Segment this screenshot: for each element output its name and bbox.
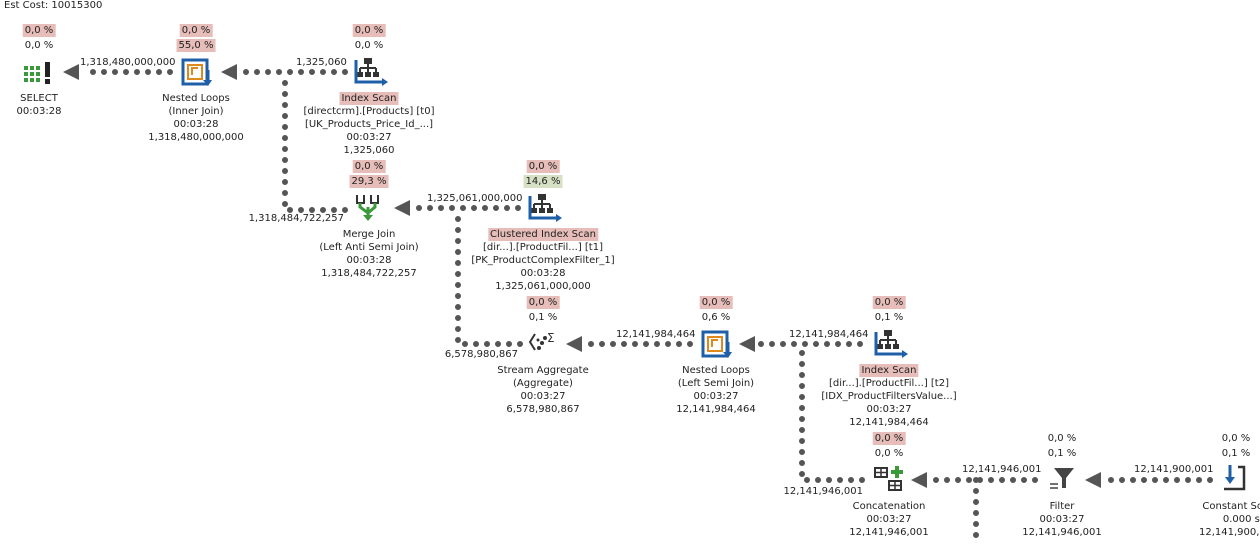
edge-label-is2-nl2: 12,141,984,464	[789, 329, 869, 340]
select-cost-bottom: 0,0 %	[24, 40, 54, 51]
arrowhead-mj	[394, 200, 410, 216]
est-cost-label: Est Cost: 10015300	[4, 0, 103, 11]
nl1-cost-top: 0,0 %	[179, 24, 213, 37]
arrowhead-filter	[1085, 472, 1101, 488]
is2-cost-top: 0,0 %	[872, 296, 906, 309]
svg-text:Σ: Σ	[547, 331, 555, 345]
cis-label: Clustered Index Scan [dir...].[ProductFi…	[471, 228, 615, 292]
is2-cost-bottom: 0,1 %	[874, 312, 904, 323]
select-label: SELECT 00:03:28	[16, 93, 62, 117]
nested-loops-2-icon[interactable]	[701, 330, 733, 358]
concatenation-icon[interactable]	[873, 464, 907, 494]
arrowhead-sa	[566, 336, 582, 352]
filter-cost-bottom: 0,1 %	[1047, 448, 1077, 459]
is1-label: Index Scan [directcrm].[Products] [t0] […	[303, 92, 435, 156]
stream-aggregate-icon[interactable]: Σ	[527, 330, 561, 358]
is1-cost-top: 0,0 %	[352, 24, 386, 37]
mj-cost-bottom: 29,3 %	[349, 175, 389, 188]
const-cost-top: 0,0 %	[1221, 433, 1251, 444]
const-label: Constant Sc 0.000 s 12,141,900,0	[1199, 501, 1260, 538]
is2-label: Index Scan [dir...].[ProductFil...] [t2]…	[821, 364, 957, 428]
edge-label-cis-mj: 1,325,061,000,000	[427, 193, 523, 204]
cis-cost-bottom: 14,6 %	[523, 175, 563, 188]
edge-label-nl2-sa: 12,141,984,464	[616, 329, 696, 340]
merge-join-icon[interactable]	[354, 193, 386, 223]
nl2-label: Nested Loops (Left Semi Join) 00:03:27 1…	[676, 365, 756, 415]
filter-cost-top: 0,0 %	[1047, 433, 1077, 444]
clustered-index-scan-icon[interactable]	[528, 192, 562, 222]
nl2-cost-bottom: 0,6 %	[701, 312, 731, 323]
arrowhead-select	[63, 64, 79, 80]
edge-label-filter-concat: 12,141,946,001	[962, 464, 1042, 475]
select-cost-top: 0,0 %	[22, 24, 56, 37]
edge-label-sa-mj: 6,578,980,867	[444, 349, 518, 360]
edge-label-is1-nl1: 1,325,060	[296, 57, 347, 68]
edge-label-mj-nl1: 1,318,484,722,257	[248, 213, 344, 224]
cis-cost-top: 0,0 %	[526, 160, 560, 173]
nl2-cost-top: 0,0 %	[699, 296, 733, 309]
edge-mj-nl1	[282, 69, 348, 213]
sa-label: Stream Aggregate (Aggregate) 00:03:27 6,…	[497, 365, 589, 415]
nl1-cost-bottom: 55,0 %	[176, 39, 216, 52]
nested-loops-icon[interactable]	[181, 58, 213, 86]
sa-cost-top: 0,0 %	[526, 296, 560, 309]
arrowhead-nl2	[739, 336, 755, 352]
const-cost-bottom: 0,1 %	[1221, 448, 1251, 459]
edge-sa-mj	[455, 205, 523, 347]
mj-cost-top: 0,0 %	[352, 160, 386, 173]
concat-cost-bottom: 0,0 %	[874, 448, 904, 459]
filter-label: Filter 00:03:27 12,141,946,001	[1022, 501, 1102, 538]
select-icon[interactable]	[22, 60, 56, 86]
nl1-label: Nested Loops (Inner Join) 00:03:28 1,318…	[148, 93, 244, 143]
arrowhead-concat	[911, 472, 927, 488]
index-scan-2-icon[interactable]	[874, 328, 908, 358]
mj-label: Merge Join (Left Anti Semi Join) 00:03:2…	[319, 229, 419, 279]
constant-scan-icon[interactable]	[1220, 463, 1250, 493]
arrowhead-nl1	[221, 64, 237, 80]
edge-label-concat-nl2: 12,141,946,001	[783, 486, 863, 497]
edge-concat-nl2	[799, 341, 865, 483]
concat-label: Concatenation 00:03:27 12,141,946,001	[849, 501, 929, 538]
edge-label-const-filter: 12,141,900,001	[1134, 464, 1214, 475]
filter-icon[interactable]	[1048, 464, 1078, 494]
concat-cost-top: 0,0 %	[872, 432, 906, 445]
sa-cost-bottom: 0,1 %	[528, 312, 558, 323]
edge-label-nl1-select: 1,318,480,000,000	[80, 57, 176, 68]
is1-cost-bottom: 0,0 %	[354, 40, 384, 51]
index-scan-icon[interactable]	[354, 56, 388, 86]
